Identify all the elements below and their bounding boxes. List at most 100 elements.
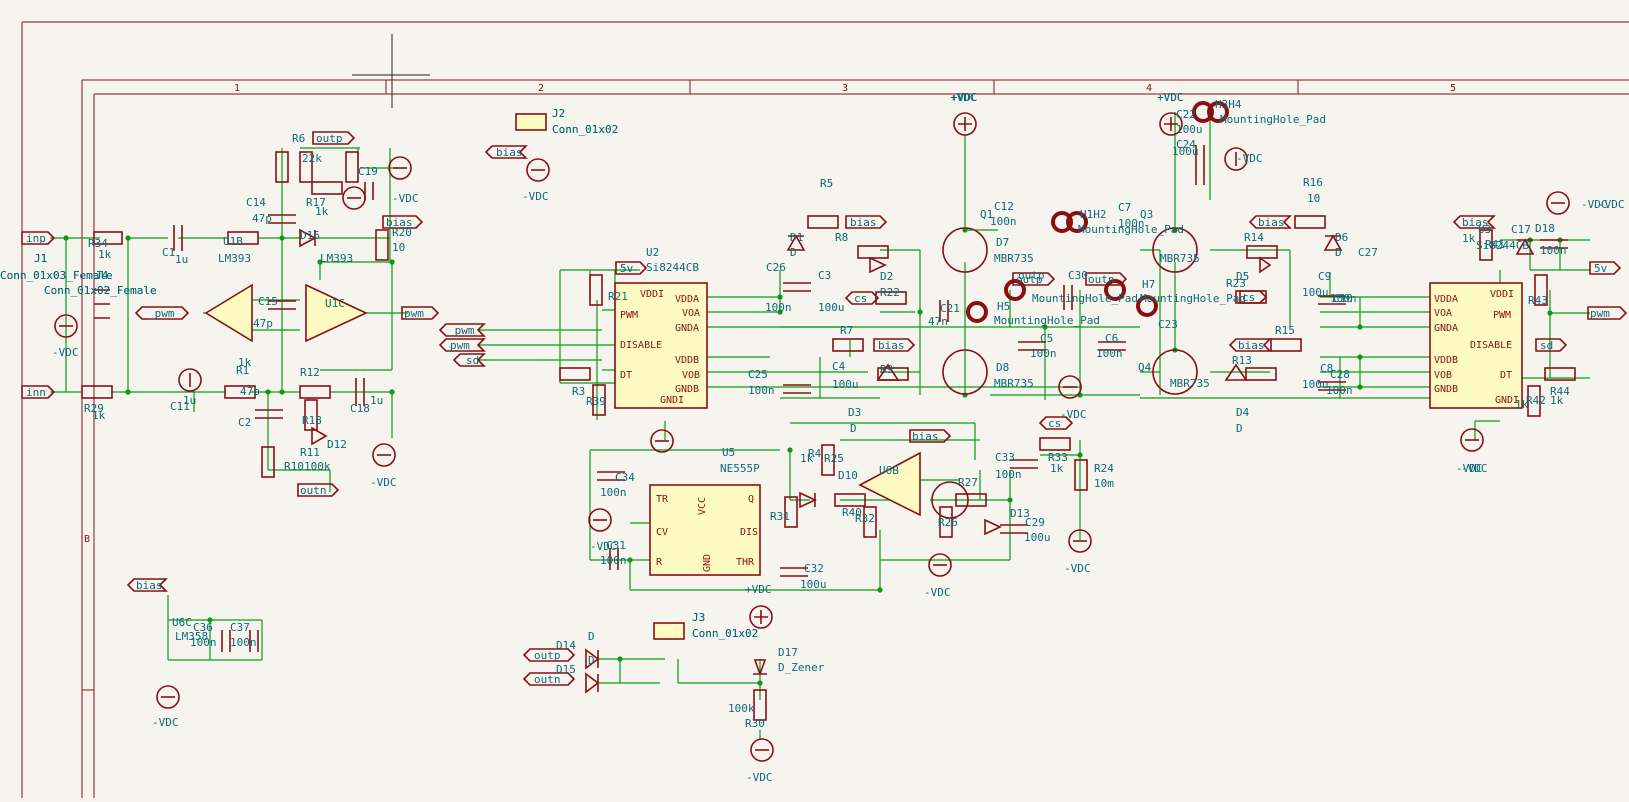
component-label: D [850,422,857,435]
minus-vdc-icon [928,553,952,577]
net-label-outp: outp [1012,272,1056,286]
component-label: R43 [1528,294,1548,307]
component-label: R13 [1232,354,1252,367]
minus-vdc-icon [650,429,674,453]
power-label: -VDC [370,476,397,489]
svg-text:DIS: DIS [740,527,758,538]
net-label-bias: bias [1248,215,1292,229]
component-label: C9 [1318,270,1331,283]
svg-text:TR: TR [656,494,669,505]
component-label: MBR735 [1170,377,1210,390]
component-label: C29 [1025,516,1045,529]
component-label: C17 [1511,223,1531,236]
svg-text:R: R [656,557,663,568]
component-label: -VDC [1461,462,1488,475]
net-label-bias: bias [845,215,888,229]
component-label: U6B [879,464,899,477]
component-label: 100n [190,636,217,649]
component-label: MountingHole_Pad [1078,223,1184,236]
component-label: D12 [327,438,347,451]
component-label: U3 [1478,223,1491,236]
svg-text:GNDA: GNDA [1434,323,1458,334]
component-label: C31 [606,539,626,552]
power-label: -VDC [1456,462,1483,475]
component-label: R29 [84,402,104,415]
component-label: C26 [766,261,786,274]
component-label: 100n [1118,217,1145,230]
svg-text:CV: CV [656,527,668,538]
component-label: 22k [302,152,322,165]
net-label-outn: outn [297,483,340,497]
component-label: -VDC [1581,198,1608,211]
svg-text:Q: Q [748,494,754,505]
svg-text:bias: bias [1238,339,1265,352]
component-label: H5 [997,300,1010,313]
svg-text:bias: bias [136,579,163,592]
svg-text:bias: bias [496,146,523,159]
ic-u2[interactable]: VDDI PWM DISABLE DT GNDI VDDA VOA GNDA V… [614,282,708,409]
svg-text:pwm: pwm [450,339,470,352]
component-label: MBR735 [994,252,1034,265]
component-label: R11 [300,446,320,459]
component-label: C22 [1176,108,1196,121]
component-label: R18 [302,414,322,427]
minus-vdc-icon [1068,529,1092,553]
minus-vdc-icon [342,186,366,210]
opamp-u1a[interactable] [204,283,253,343]
opamp-u6b[interactable] [858,451,921,517]
mosfets[interactable] [931,227,1198,519]
mounting-holes [966,101,1229,323]
svg-text:Conn_01x02_Female: Conn_01x02_Female [44,284,157,297]
power-label: -VDC [590,540,617,553]
capacitors[interactable] [173,145,1568,652]
component-label: R4 [808,447,822,460]
component-label: 47p [252,212,272,225]
component-label: Q4 [1138,361,1152,374]
minus-vdc-icon [54,314,78,338]
component-label: R25 [824,452,844,465]
component-label: C33 [995,451,1015,464]
svg-text:_pwm: _pwm [448,324,475,337]
component-label: C2 [238,416,251,429]
net-label-bias: bias [1228,338,1272,352]
svg-text:THR: THR [736,557,755,568]
svg-text:VOA: VOA [1434,308,1452,319]
opamp-u1c[interactable] [305,283,368,343]
ic-u3[interactable]: VDDA VOA GNDA VDDB VOB GNDB VDDI PWM DIS… [1429,282,1523,409]
component-label: 100n [230,636,257,649]
col-label: 1 [234,83,240,94]
component-label: LM358 [175,630,208,643]
component-label: R17 [306,196,326,209]
col-label: 4 [1146,83,1152,94]
svg-text:GNDI: GNDI [1495,395,1519,406]
svg-text:cs: cs [1242,291,1255,304]
component-label: 100u [1302,286,1329,299]
component-label: outp [1018,269,1045,282]
component-label: D5 [1236,270,1249,283]
connectors[interactable]: J2 Conn_01x02 J3 Conn_01x02 J1 Conn_01x0… [0,107,758,640]
component-label: 100u [818,301,845,314]
component-label: C23 [1158,318,1178,331]
component-label: D10 [838,469,858,482]
component-label: C36 [193,621,213,634]
svg-text:outn: outn [1088,273,1115,286]
svg-text:_pwm: _pwm [148,307,175,320]
component-label: D4 [1236,406,1250,419]
svg-text:GNDI: GNDI [660,395,684,406]
component-label: R22 [880,286,900,299]
net-labels[interactable]: inp inn _pwm pwm outp bias outn bias 5v … [21,131,1628,686]
component-label: D_Zener [778,661,825,674]
minus-vdc-icon [1460,428,1484,452]
svg-text:VDDI: VDDI [1490,289,1514,300]
component-label: Conn_01x02 [552,123,618,136]
col-label: 5 [1450,83,1456,94]
diodes[interactable] [299,228,1535,694]
component-label: 100n [600,486,627,499]
ic-u5[interactable]: TR CV R VCC GND Q DIS THR [649,484,761,576]
resistors[interactable] [81,151,1576,721]
component-label: C11 [170,400,190,413]
component-label: D1 [790,231,803,244]
component-label: D16 [300,229,320,242]
